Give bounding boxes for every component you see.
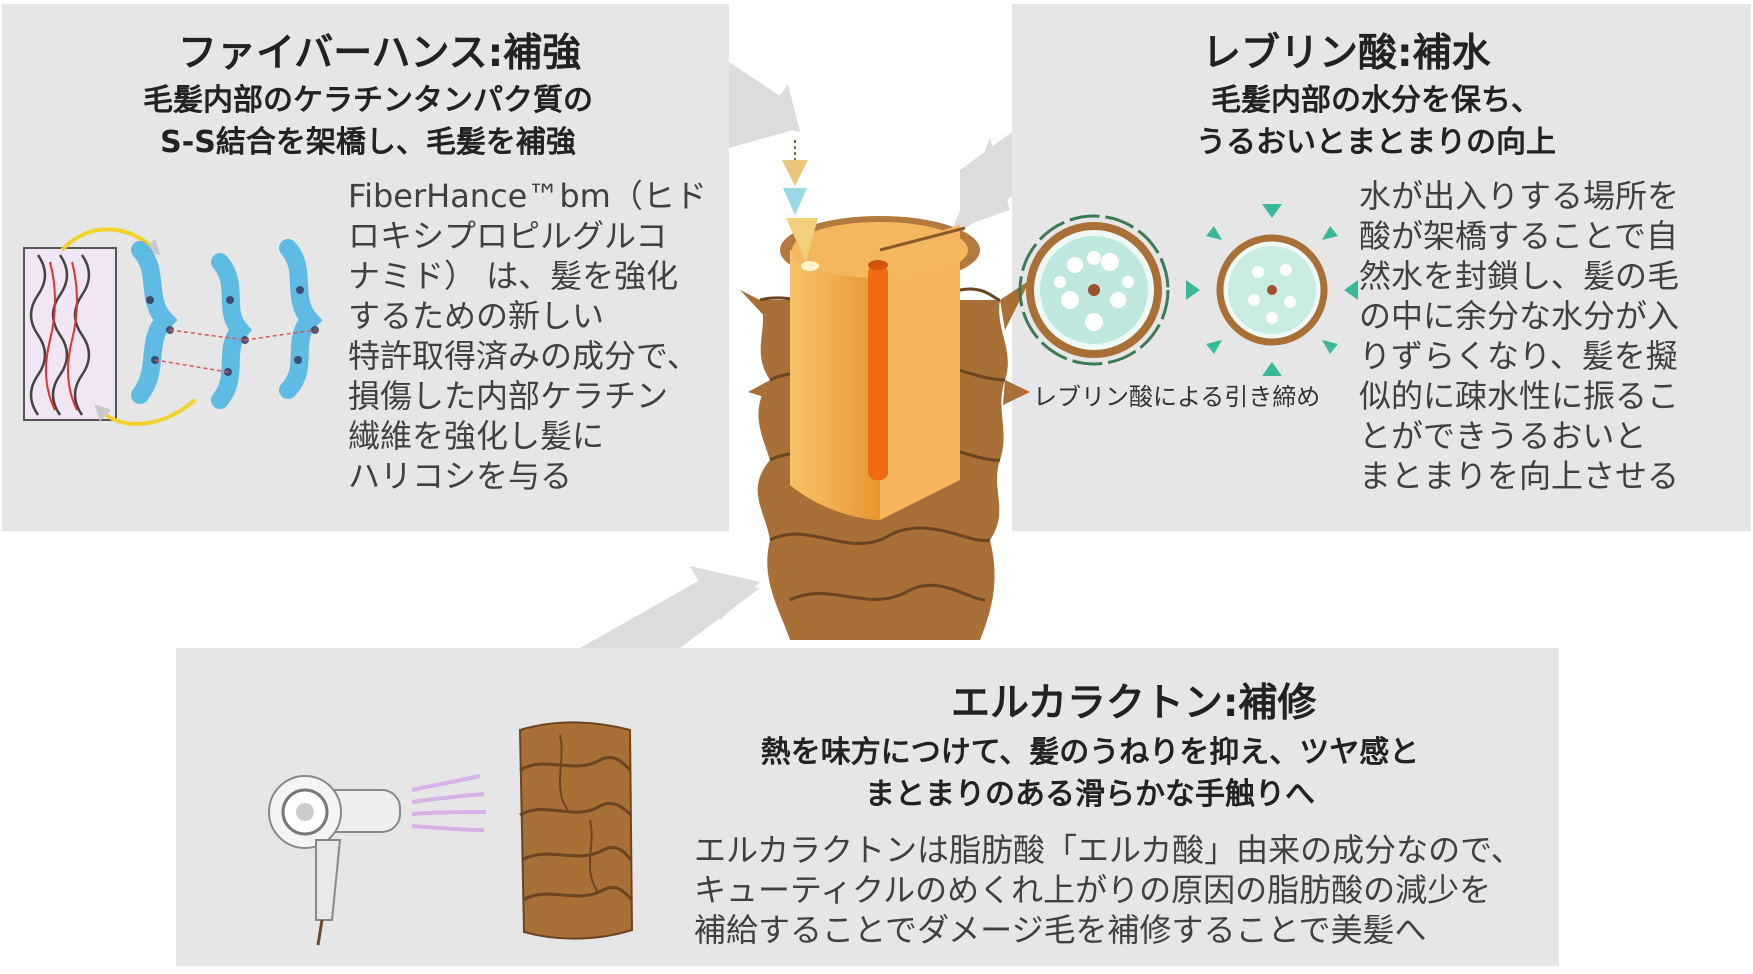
- levulinic-acid-title: レブリン酸:補水: [1202, 31, 1491, 76]
- erucalactone-description-line: エルカラクトンは脂肪酸「エルカ酸」由来の成分なので、: [694, 831, 1523, 869]
- levulinic-acid-subtitle-line: うるおいとまとまりの向上: [1196, 125, 1556, 160]
- fiberhance-description: FiberHance™bm（ヒド ロキシプロピルグルコ ナミド） は、髪を強化 …: [348, 176, 707, 496]
- keratin-fiber-icon: [23, 227, 197, 426]
- fiberhance-description-line: FiberHance™bm（ヒド: [348, 177, 707, 215]
- fiberhance-subtitle-line: S-S結合を架橋し、毛髪を補強: [160, 125, 576, 160]
- levulinic-acid-caption: レブリン酸による引き締め: [1033, 383, 1321, 411]
- levulinic-acid-description-line: りずらくなり、髪を擬: [1359, 337, 1678, 375]
- erucalactone-description: エルカラクトンは脂肪酸「エルカ酸」由来の成分なので、 キューティクルのめくれ上が…: [694, 830, 1523, 950]
- cuticle-column-icon: [518, 721, 634, 940]
- hair-cross-section-before-icon: [1018, 214, 1170, 366]
- levulinic-acid-subtitle: 毛髪内部の水分を保ち、 うるおいとまとまりの向上: [1170, 80, 1582, 164]
- erucalactone-subtitle-line: まとまりのある滑らかな手触りへ: [865, 777, 1315, 812]
- fiberhance-subtitle-line: 毛髪内部のケラチンタンパク質の: [143, 83, 593, 118]
- levulinic-acid-description-line: の中に余分な水分が入: [1359, 297, 1680, 335]
- levulinic-acid-description-line: 然水を封鎖し、髪の毛: [1359, 257, 1680, 295]
- hair-cross-section-after-icon: [1186, 204, 1358, 376]
- arrow-icon: [580, 566, 760, 648]
- fiberhance-description-line: ナミド） は、髪を強化: [348, 257, 679, 295]
- fiberhance-description-line: ロキシプロピルグルコ: [348, 217, 668, 255]
- levulinic-acid-description: 水が出入りする場所を 酸が架橋することで自 然水を封鎖し、髪の毛 の中に余分な水…: [1359, 176, 1679, 496]
- arrow-icon: [729, 62, 800, 148]
- fiberhance-description-line: するための新しい: [348, 297, 605, 335]
- arrow-icon: [952, 132, 1012, 232]
- fiberhance-panel: [2, 4, 729, 531]
- levulinic-acid-description-line: 水が出入りする場所を: [1359, 177, 1680, 215]
- levulinic-acid-description-line: 似的に疎水性に振るこ: [1359, 377, 1680, 415]
- fiberhance-description-line: ハリコシを与る: [348, 457, 573, 495]
- erucalactone-description-line: キューティクルのめくれ上がりの原因の脂肪酸の減少を: [694, 871, 1492, 909]
- levulinic-acid-description-line: 酸が架橋することで自: [1359, 217, 1679, 255]
- levulinic-acid-description-line: とができうるおいと: [1359, 417, 1647, 455]
- levulinic-acid-subtitle-line: 毛髪内部の水分を保ち、: [1211, 83, 1541, 118]
- hair-strand-cross-section-icon: [740, 140, 1030, 640]
- erucalactone-subtitle-line: 熱を味方につけて、髪のうねりを抑え、ツヤ感と: [760, 735, 1420, 770]
- erucalactone-subtitle: 熱を味方につけて、髪のうねりを抑え、ツヤ感と まとまりのある滑らかな手触りへ: [717, 732, 1463, 816]
- fiberhance-title: ファイバーハンス:補強: [178, 31, 582, 76]
- erucalactone-title: エルカラクトン:補修: [951, 681, 1317, 726]
- fiberhance-description-line: 特許取得済みの成分で、: [348, 337, 699, 375]
- fiberhance-description-line: 損傷した内部ケラチン: [348, 377, 669, 415]
- levulinic-acid-description-line: まとまりを向上させる: [1359, 457, 1680, 495]
- fiberhance-description-line: 繊維を強化し髪に: [348, 417, 605, 455]
- erucalactone-panel: [176, 648, 1559, 966]
- fiberhance-subtitle: 毛髪内部のケラチンタンパク質の S-S結合を架橋し、毛髪を補強: [108, 80, 628, 164]
- hair-dryer-icon: [268, 774, 487, 946]
- erucalactone-description-line: 補給することでダメージ毛を補修することで美髪へ: [694, 911, 1427, 949]
- molecule-network-icon: [131, 239, 323, 409]
